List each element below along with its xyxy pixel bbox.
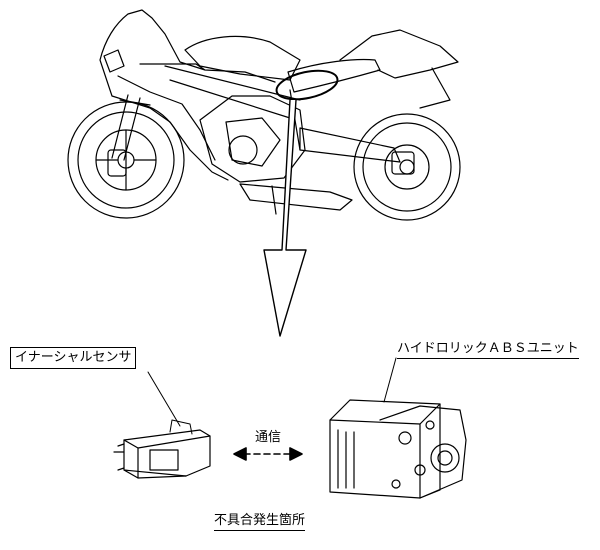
tail-cowl [339,29,459,109]
sensor-label-leader [147,371,181,427]
abs-unit-illustration [329,399,467,499]
motorcycle-illustration [67,9,461,221]
headlight [103,49,125,73]
swingarm [299,127,401,163]
seat [287,58,381,93]
communication-arrow [233,447,303,461]
communication-label: 通信 [255,430,282,445]
kickstand [271,185,277,215]
front-fork [111,94,151,161]
inertial-sensor-illustration [113,419,211,479]
abs-label-leader [383,357,397,403]
inertial-sensor-label: イナーシャルセンサ [10,347,137,369]
callout-arrow [263,99,307,337]
exhaust [239,183,353,211]
fairing [99,9,276,181]
failure-location-label: 不具合発生箇所 [214,513,306,531]
fuel-tank [184,35,301,81]
sensor-location-highlight [275,69,339,101]
rear-wheel [353,113,461,221]
abs-unit-label: ハイドロリックＡＢＳユニット [397,341,579,359]
